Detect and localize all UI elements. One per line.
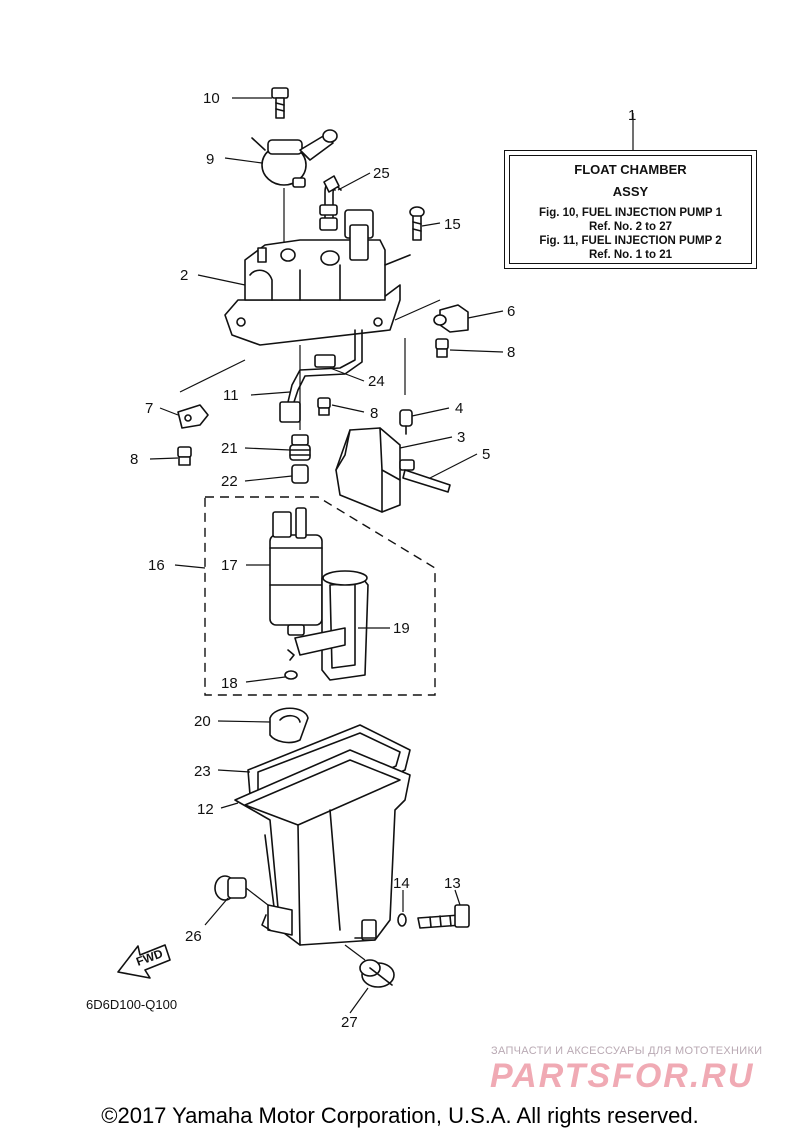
info-line: Ref. No. 2 to 27 <box>588 221 673 233</box>
callout-20: 20 <box>194 713 211 730</box>
part-10-bolt <box>271 87 289 119</box>
callout-3: 3 <box>457 429 465 446</box>
callout-25: 25 <box>373 165 390 182</box>
part-15-screw <box>409 206 425 241</box>
callout-8-b: 8 <box>370 405 378 422</box>
part-14-o-ring <box>397 913 407 927</box>
part-2-chamber-cover <box>224 209 411 346</box>
leader-lines <box>149 97 634 1014</box>
part-16-assembly-outline <box>204 496 436 696</box>
part-6-grommet <box>433 304 469 333</box>
assembly-info-inner: FLOAT CHAMBER ASSY Fig. 10, FUEL INJECTI… <box>509 155 752 264</box>
info-line: Fig. 10, FUEL INJECTION PUMP 1 <box>539 207 722 219</box>
copyright-notice: ©2017 Yamaha Motor Corporation, U.S.A. A… <box>101 1103 699 1128</box>
part-21-filter <box>289 434 311 461</box>
part-25-hose <box>319 175 342 231</box>
part-27-drain-plug <box>344 944 395 988</box>
callout-13: 13 <box>444 875 461 892</box>
callout-7: 7 <box>145 400 153 417</box>
figure-code: 6D6D100-Q100 <box>86 997 178 1012</box>
callout-8-a: 8 <box>507 344 515 361</box>
callout-16: 16 <box>148 557 165 574</box>
callout-10: 10 <box>203 90 220 107</box>
part-8-bolt-a <box>435 338 449 358</box>
part-4-pin <box>399 409 413 435</box>
callout-2: 2 <box>180 267 188 284</box>
part-17-fuel-pump <box>269 507 323 636</box>
callout-4: 4 <box>455 400 463 417</box>
callout-14: 14 <box>393 875 410 892</box>
callout-21: 21 <box>221 440 238 457</box>
part-13-screw <box>417 904 470 929</box>
part-22-seal <box>291 464 309 484</box>
part-7-bracket <box>177 404 209 429</box>
callout-12: 12 <box>197 801 214 818</box>
fwd-arrow-icon: FWD <box>117 944 171 979</box>
callout-9: 9 <box>206 151 214 168</box>
callout-11: 11 <box>223 387 239 404</box>
part-8-bolt-c <box>177 446 192 466</box>
part-5-float-pin <box>402 469 451 493</box>
part-3-float <box>335 427 415 513</box>
info-line: Ref. No. 1 to 21 <box>588 249 673 261</box>
callout-22: 22 <box>221 473 238 490</box>
watermark-tagline: ЗАПЧАСТИ И АКСЕССУАРЫ ДЛЯ МОТОТЕХНИКИ <box>491 1045 763 1057</box>
callout-6: 6 <box>507 303 515 320</box>
part-19-strainer <box>294 570 369 681</box>
callout-18: 18 <box>221 675 238 692</box>
info-title: FLOAT CHAMBER <box>574 162 687 177</box>
callout-8-c: 8 <box>130 451 138 468</box>
part-26-plug <box>214 875 269 906</box>
info-subtitle: ASSY <box>612 184 649 199</box>
assembly-info-box: FLOAT CHAMBER ASSY Fig. 10, FUEL INJECTI… <box>504 150 757 269</box>
callout-26: 26 <box>185 928 202 945</box>
part-18-clip <box>284 649 298 680</box>
callout-labels: 1 10 9 2 25 15 6 8 7 8 11 24 8 4 3 5 21 … <box>130 90 636 1031</box>
info-line: Fig. 11, FUEL INJECTION PUMP 2 <box>539 235 722 247</box>
part-8-bolt-b <box>317 397 331 416</box>
callout-23: 23 <box>194 763 211 780</box>
part-11-wire-harness <box>279 329 363 423</box>
part-12-float-chamber <box>234 749 411 946</box>
callout-17: 17 <box>221 557 238 574</box>
part-9-regulator <box>251 129 338 188</box>
watermark-brand-logo: PARTSFOR.RU <box>490 1057 755 1095</box>
callout-24: 24 <box>368 373 385 390</box>
part-20-ring <box>269 707 309 744</box>
callout-5: 5 <box>482 446 490 463</box>
callout-19: 19 <box>393 620 410 637</box>
callout-15: 15 <box>444 216 461 233</box>
callout-1: 1 <box>628 107 636 124</box>
callout-27: 27 <box>341 1014 358 1031</box>
